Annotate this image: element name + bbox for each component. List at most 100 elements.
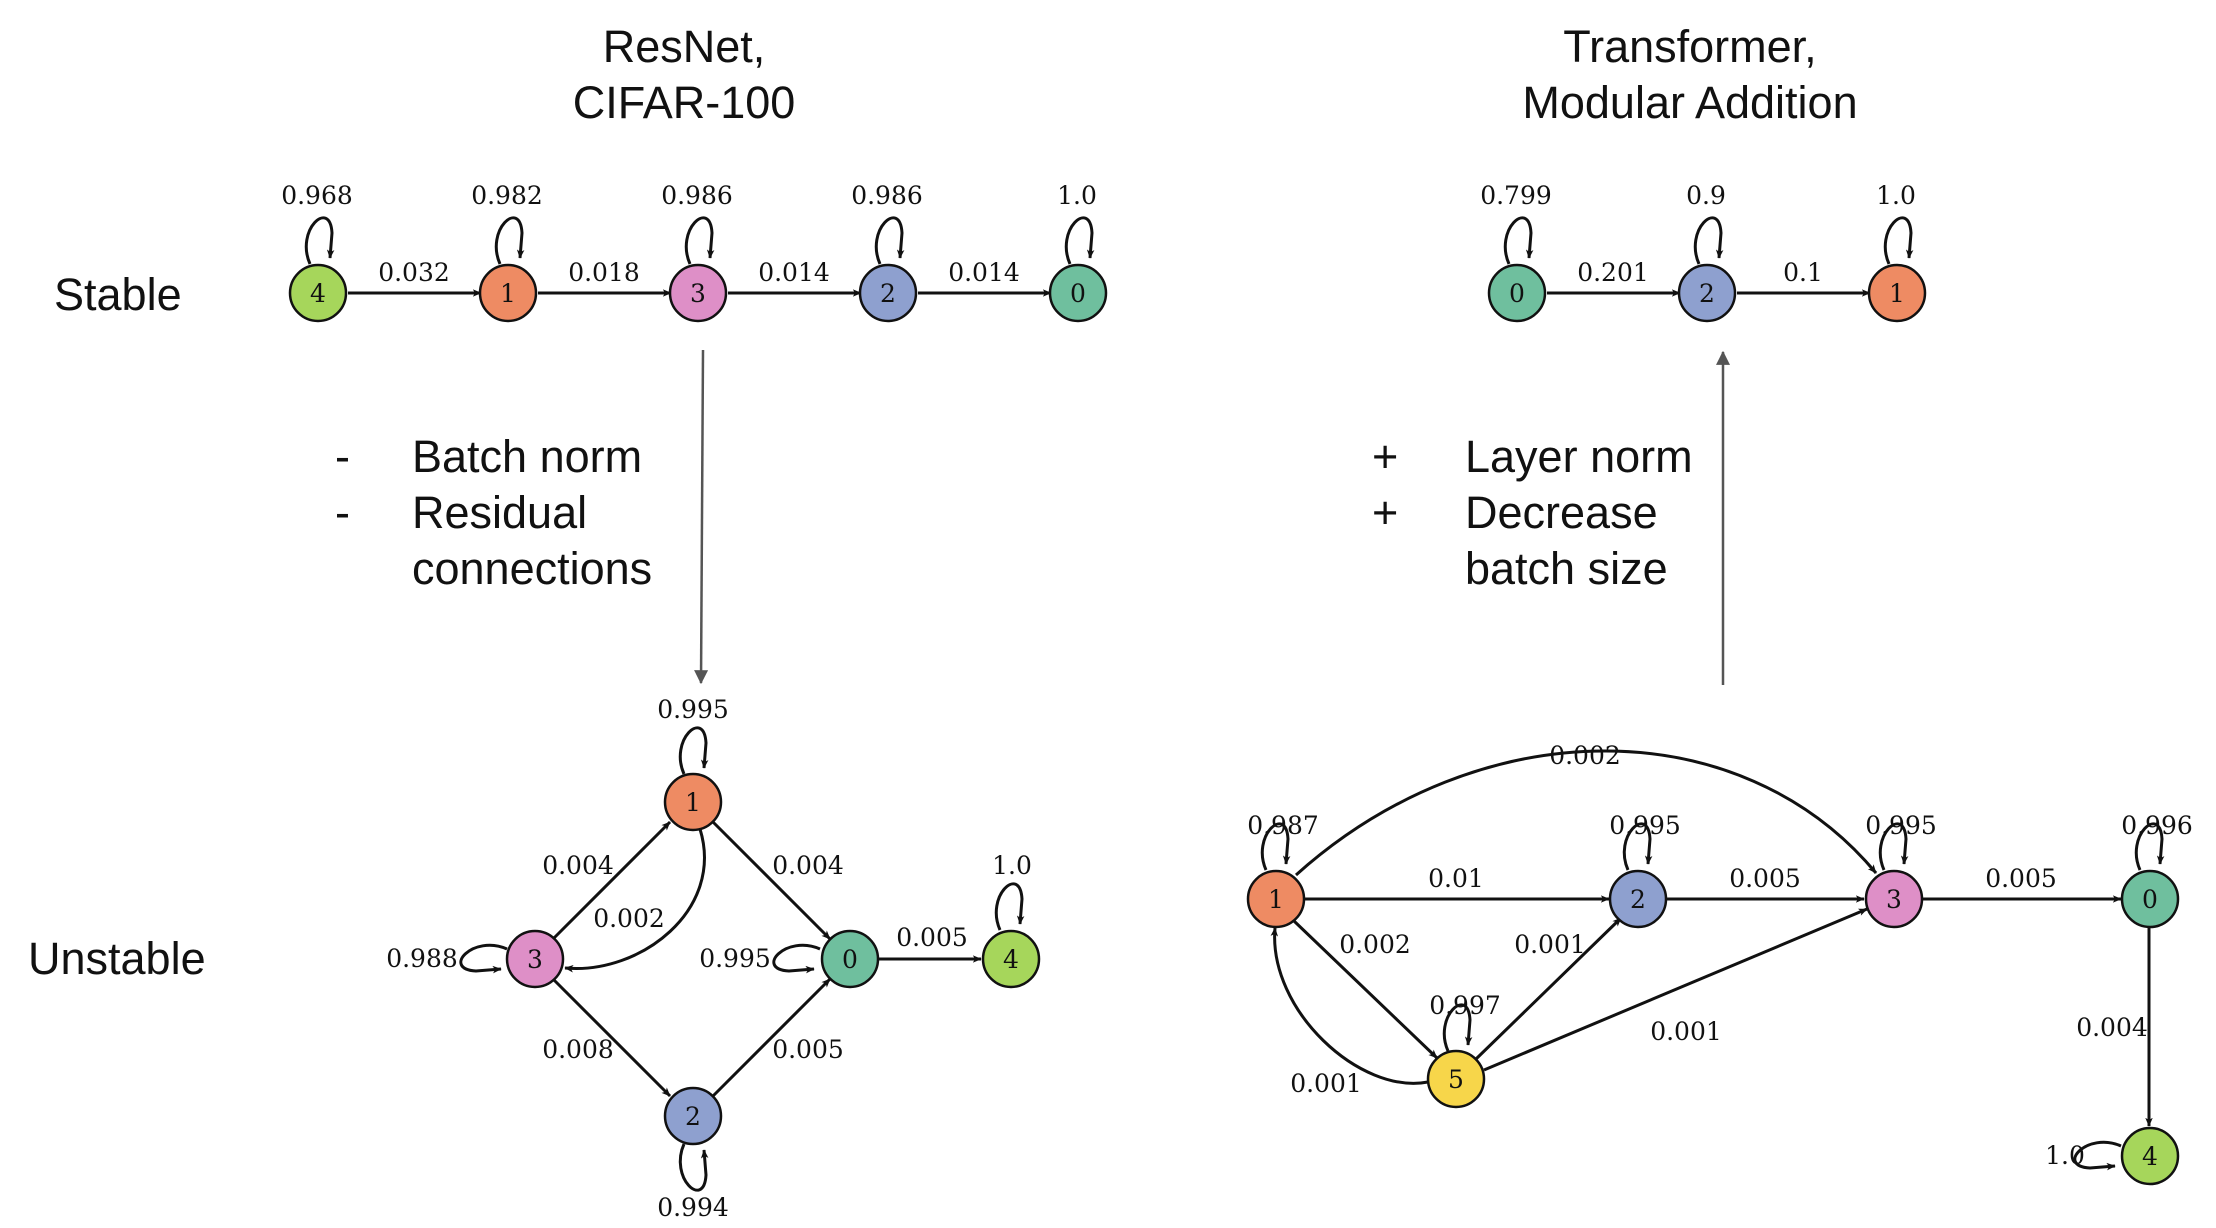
right-unstable-graph: 0.002 0.01 0.005 0.005 0.002 0.001 0.001… bbox=[1246, 741, 2193, 1186]
right-mod-text-2: Decrease bbox=[1465, 487, 1658, 538]
right-unstable-edge-5-2 bbox=[1474, 916, 1623, 1061]
right-unstable-self-label-3: 0.995 bbox=[1865, 811, 1937, 840]
right-stable-self-loop-2 bbox=[1693, 216, 1724, 265]
left-stable-node-label-3: 3 bbox=[690, 279, 706, 308]
left-unstable-node-3 bbox=[505, 929, 565, 989]
left-stable-self-loop-2 bbox=[874, 216, 905, 265]
right-unstable-edge-label-5-1: 0.001 bbox=[1290, 1069, 1362, 1098]
left-title-line2: CIFAR-100 bbox=[573, 77, 796, 128]
right-stable-edge-label-0-2: 0.201 bbox=[1577, 258, 1649, 287]
left-unstable-edge-label-3-2: 0.008 bbox=[542, 1035, 614, 1064]
left-unstable-edge-1-0 bbox=[711, 820, 832, 941]
right-unstable-self-label-2: 0.995 bbox=[1609, 811, 1681, 840]
right-unstable-node-0 bbox=[2120, 869, 2180, 929]
left-unstable-self-label-4: 1.0 bbox=[992, 851, 1032, 880]
left-unstable-node-label-3: 3 bbox=[527, 945, 543, 974]
right-unstable-node-label-3: 3 bbox=[1886, 885, 1902, 914]
left-unstable-edge-1-3 bbox=[564, 828, 706, 973]
left-stable-edge-label-1-3: 0.018 bbox=[568, 258, 640, 287]
left-unstable-self-label-3: 0.988 bbox=[386, 944, 458, 973]
right-stable-self-label-1: 1.0 bbox=[1876, 181, 1916, 210]
left-unstable-edge-2-0 bbox=[711, 977, 832, 1098]
left-unstable-self-loop-2 bbox=[678, 1143, 709, 1192]
right-unstable-edge-label-5-3: 0.001 bbox=[1650, 1017, 1722, 1046]
right-unstable-edge-label-5-2: 0.001 bbox=[1514, 930, 1586, 959]
left-stable-node-label-1: 1 bbox=[500, 279, 516, 308]
right-unstable-edge-1-5 bbox=[1292, 919, 1439, 1060]
right-unstable-node-label-0: 0 bbox=[2142, 885, 2158, 914]
left-unstable-edge-label-3-1: 0.004 bbox=[542, 851, 614, 880]
left-unstable-edge-label-1-0: 0.004 bbox=[772, 851, 844, 880]
right-unstable-edge-label-2-3: 0.005 bbox=[1729, 864, 1801, 893]
left-stable-graph: 0.032 0.018 0.014 0.014 0.968 0.982 0.98… bbox=[281, 181, 1108, 323]
right-stable-edge-label-2-1: 0.1 bbox=[1783, 258, 1823, 287]
left-stable-node-1 bbox=[478, 263, 538, 323]
right-unstable-node-label-1: 1 bbox=[1268, 885, 1284, 914]
left-stable-node-label-4: 4 bbox=[310, 279, 326, 308]
right-unstable-node-label-2: 2 bbox=[1630, 885, 1646, 914]
left-stable-node-0 bbox=[1048, 263, 1108, 323]
left-stable-node-2 bbox=[858, 263, 918, 323]
right-title-line2: Modular Addition bbox=[1522, 77, 1857, 128]
left-unstable-node-0 bbox=[820, 929, 880, 989]
right-unstable-edge-label-3-0: 0.005 bbox=[1985, 864, 2057, 893]
left-mod-text-1: Batch norm bbox=[412, 431, 642, 482]
left-mod-sign-2: - bbox=[335, 487, 350, 538]
left-unstable-node-4 bbox=[981, 929, 1041, 989]
left-transition-arrow bbox=[694, 349, 709, 685]
left-stable-self-label-4: 0.968 bbox=[281, 181, 353, 210]
right-unstable-edge-5-1 bbox=[1270, 927, 1429, 1085]
right-stable-node-label-2: 2 bbox=[1699, 279, 1715, 308]
row-label-stable: Stable bbox=[54, 269, 182, 320]
right-title-line1: Transformer, bbox=[1563, 21, 1816, 72]
right-unstable-self-loop-5 bbox=[1442, 1003, 1473, 1052]
left-unstable-node-label-2: 2 bbox=[685, 1102, 701, 1131]
left-unstable-self-loop-1 bbox=[678, 726, 709, 775]
right-unstable-edge-label-0-4: 0.004 bbox=[2076, 1013, 2148, 1042]
right-unstable-edge-label-1-2: 0.01 bbox=[1428, 864, 1484, 893]
right-stable-self-label-2: 0.9 bbox=[1686, 181, 1726, 210]
right-unstable-edge-label-1-3-arc: 0.002 bbox=[1549, 741, 1621, 770]
right-unstable-node-5 bbox=[1426, 1049, 1486, 1109]
right-mod-text-3: batch size bbox=[1465, 543, 1668, 594]
left-stable-node-label-0: 0 bbox=[1070, 279, 1086, 308]
right-unstable-node-4 bbox=[2120, 1126, 2180, 1186]
left-stable-self-label-2: 0.986 bbox=[851, 181, 923, 210]
right-stable-node-2 bbox=[1677, 263, 1737, 323]
left-stable-self-label-1: 0.982 bbox=[471, 181, 543, 210]
right-unstable-edge-5-3 bbox=[1483, 907, 1868, 1072]
left-mod-sign-1: - bbox=[335, 431, 350, 482]
left-stable-node-label-2: 2 bbox=[880, 279, 896, 308]
left-mod-text-3: connections bbox=[412, 543, 652, 594]
left-unstable-node-label-1: 1 bbox=[685, 788, 701, 817]
right-stable-node-label-1: 1 bbox=[1889, 279, 1905, 308]
right-stable-self-loop-1 bbox=[1883, 216, 1914, 265]
right-unstable-node-1 bbox=[1246, 869, 1306, 929]
left-unstable-node-label-0: 0 bbox=[842, 945, 858, 974]
left-stable-edge-label-4-1: 0.032 bbox=[378, 258, 450, 287]
left-stable-edge-label-3-2: 0.014 bbox=[758, 258, 830, 287]
right-unstable-self-label-1: 0.987 bbox=[1247, 811, 1319, 840]
right-mod-text-1: Layer norm bbox=[1465, 431, 1693, 482]
left-stable-node-4 bbox=[288, 263, 348, 323]
left-unstable-node-label-4: 4 bbox=[1003, 945, 1019, 974]
left-stable-node-3 bbox=[668, 263, 728, 323]
left-unstable-self-label-1: 0.995 bbox=[657, 695, 729, 724]
left-stable-self-loop-0 bbox=[1064, 216, 1095, 265]
left-unstable-edge-label-2-0: 0.005 bbox=[772, 1035, 844, 1064]
left-stable-self-loop-4 bbox=[304, 216, 335, 265]
right-stable-node-0 bbox=[1487, 263, 1547, 323]
right-mod-sign-1: + bbox=[1372, 431, 1398, 482]
right-unstable-edge-label-1-5: 0.002 bbox=[1339, 930, 1411, 959]
right-unstable-self-loop-4 bbox=[2073, 1140, 2122, 1171]
left-title-line1: ResNet, bbox=[603, 21, 766, 72]
left-unstable-self-label-0: 0.995 bbox=[699, 944, 771, 973]
left-stable-self-loop-1 bbox=[494, 216, 525, 265]
right-unstable-self-loop-3 bbox=[1878, 822, 1909, 871]
left-unstable-graph: 0.995 0.988 0.995 1.0 0.994 0.004 0.002 … bbox=[386, 695, 1041, 1222]
left-unstable-self-loop-3 bbox=[459, 943, 508, 974]
right-unstable-self-loop-2 bbox=[1622, 822, 1653, 871]
right-stable-node-1 bbox=[1867, 263, 1927, 323]
right-stable-node-label-0: 0 bbox=[1509, 279, 1525, 308]
